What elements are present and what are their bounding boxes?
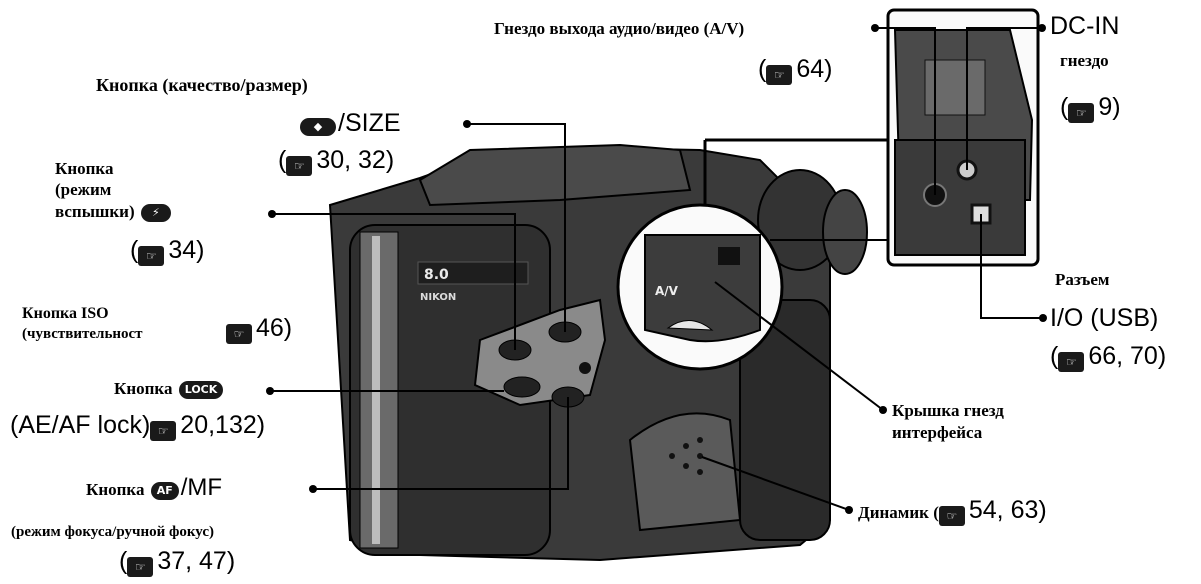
label-usb-open: ( (1050, 342, 1059, 370)
label-lock-title-text: Кнопка (114, 379, 173, 398)
label-av-jack: Гнездо выхода аудио/видео (A/V) (494, 19, 745, 38)
label-speaker: Динамик (☞54, 63) (858, 498, 1047, 526)
label-dcin-sub: гнездо (1060, 51, 1109, 70)
label-quality-pages-num: 30, 32) (316, 146, 395, 174)
label-flash-line2: (режим (55, 180, 112, 199)
label-quality-suffix: /SIZE (338, 109, 401, 137)
label-iso-line1: Кнопка ISO (22, 305, 109, 322)
label-speaker-pages-num: 54, 63) (968, 496, 1047, 524)
speaker-panel (628, 412, 742, 532)
leader-dcin (966, 27, 1042, 170)
label-usb-title: Разъем (1055, 270, 1110, 289)
page-ref-icon: ☞ (286, 156, 313, 176)
label-quality-title: Кнопка (качество/размер) (96, 75, 308, 95)
label-av-open: ( (758, 55, 767, 83)
label-lock-title: Кнопка LOCK (114, 380, 225, 399)
leader-quality (467, 123, 566, 332)
cover-finger-slot (666, 320, 714, 331)
label-flash-line3-text: вспышки) (55, 202, 135, 221)
page-ref-icon: ☞ (938, 506, 965, 526)
label-focus-sub: (режим фокуса/ручной фокус) (11, 524, 214, 540)
label-av-pages-num: 64 (796, 55, 825, 83)
leader-lines (270, 27, 1043, 511)
label-cover-line2: интерфейса (892, 423, 983, 442)
cover-icon (718, 247, 740, 265)
cover-av-label: A/V (655, 284, 679, 298)
label-usb-pages: (☞66, 70) (1050, 344, 1166, 372)
label-dcin: DC-IN (1050, 12, 1120, 40)
label-focus-title-text: Кнопка (86, 480, 145, 499)
leader-av (875, 27, 936, 195)
leader-flash (272, 213, 516, 350)
flash-housing (418, 143, 692, 207)
speaker-hole (683, 443, 689, 449)
label-flash-pages-num: 34) (168, 236, 205, 264)
label-flash-open: ( (130, 236, 139, 264)
label-focus-pages-num: 37, 47) (157, 547, 236, 575)
label-flash-line3: вспышки) ⚡ (55, 203, 173, 222)
label-av-pages: (☞64) (758, 55, 833, 85)
focus-mode-icon: AF (150, 482, 179, 500)
speaker-hole (669, 453, 675, 459)
leader-speaker (701, 456, 850, 511)
leader-usb (980, 214, 1043, 319)
page-ref-icon: ☞ (1068, 103, 1095, 123)
speaker-hole (697, 469, 703, 475)
lock-icon: LOCK (178, 381, 224, 399)
page-ref-icon: ☞ (150, 421, 177, 441)
leader-cover (714, 281, 884, 411)
label-dcin-open: ( (1060, 93, 1069, 121)
page-ref-icon: ☞ (1058, 352, 1085, 372)
terminal-port-area (894, 139, 1026, 256)
speaker-hole (697, 437, 703, 443)
label-lock-sub: (AE/AF lock)☞20,132) (10, 413, 265, 441)
page-ref-icon: ☞ (127, 557, 154, 577)
label-focus-pages: (☞37, 47) (119, 549, 235, 577)
page-ref-icon: ☞ (766, 65, 793, 85)
eyepiece-rubber (822, 189, 868, 275)
page-ref-icon: ☞ (226, 324, 252, 344)
flash-mode-icon: ⚡ (140, 204, 171, 222)
label-dcin-pages: (☞9) (1060, 93, 1121, 123)
label-quality-size: ◆/SIZE (298, 111, 401, 136)
page-ref-icon: ☞ (138, 246, 165, 266)
iso-button (579, 362, 591, 374)
camera-grip (739, 299, 831, 541)
label-iso-line2: (чувствительност (22, 326, 143, 342)
label-iso-pages: ☞46) (226, 316, 292, 344)
label-quality-open: ( (278, 146, 287, 174)
label-cover-line1: Крышка гнезд (892, 401, 1004, 420)
label-focus-suffix: /MF (180, 474, 223, 501)
label-lock-pages-num: 20,132) (180, 411, 266, 439)
brand-label: NIKON (420, 292, 456, 303)
speaker-hole (697, 453, 703, 459)
label-speaker-text: Динамик ( (858, 503, 939, 522)
lock-button (503, 376, 541, 398)
label-flash-line1: Кнопка (55, 159, 114, 178)
label-lock-sub-text: (AE/AF lock) (10, 411, 151, 439)
model-badge: 8.0 (424, 267, 449, 283)
speaker-hole (683, 463, 689, 469)
leader-dots (266, 24, 1047, 514)
label-focus-open: ( (119, 547, 128, 575)
label-usb-pages-num: 66, 70) (1088, 342, 1167, 370)
label-dcin-pages-num: 9 (1098, 93, 1113, 121)
label-usb-label: I/O (USB) (1050, 304, 1159, 332)
leader-focus (313, 397, 569, 490)
model-badge-plate (417, 261, 529, 285)
label-iso-pages-num: 46) (256, 314, 293, 342)
label-quality-pages: (☞30, 32) (278, 148, 394, 176)
label-flash-pages: (☞34) (130, 238, 204, 266)
quality-icon: ◆ (300, 118, 336, 136)
label-focus-title: Кнопка AF/MF (86, 476, 222, 500)
